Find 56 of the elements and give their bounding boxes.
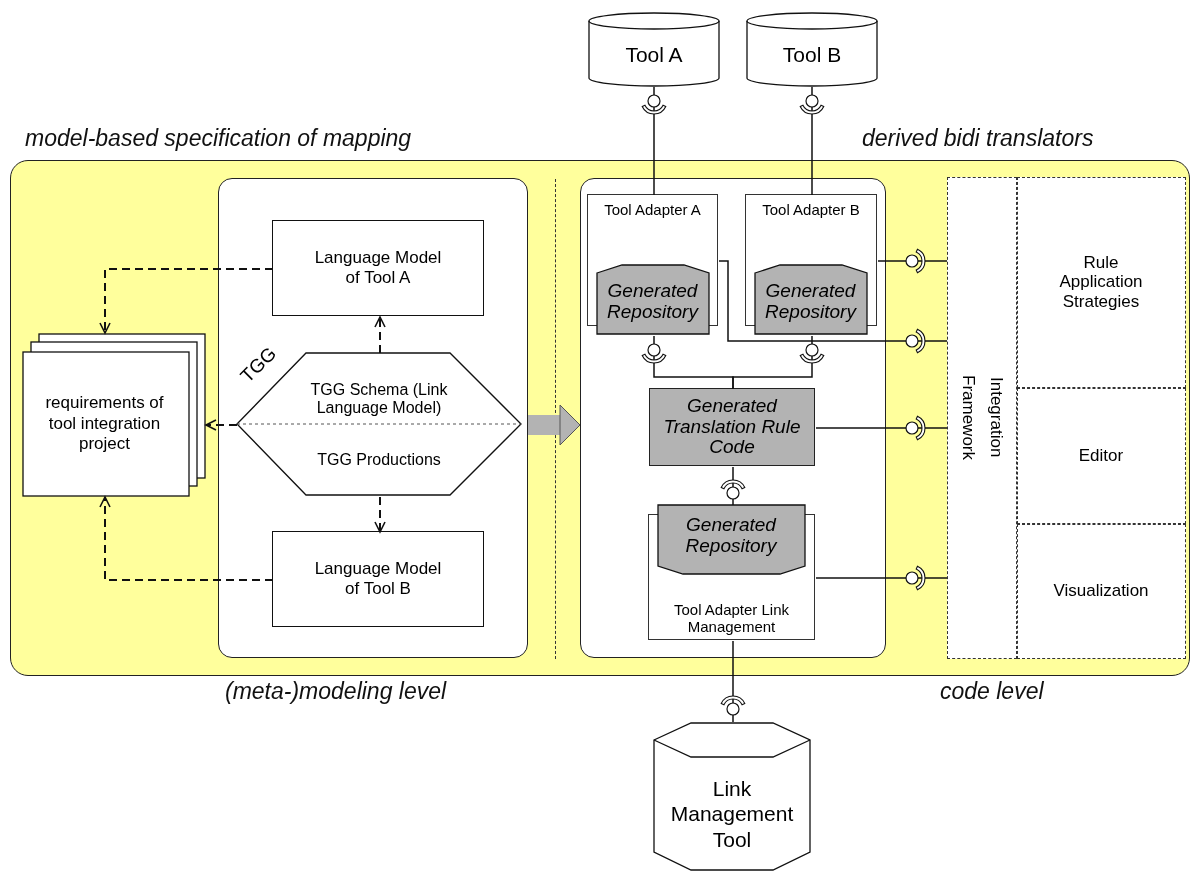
assembly-connector	[720, 466, 746, 506]
assembly-connector	[799, 86, 825, 196]
node-label: Integration Framework	[957, 374, 1008, 462]
rule-code-component	[649, 388, 815, 466]
node-label: Language Model of Tool A	[313, 248, 443, 288]
model-box	[272, 531, 484, 627]
dashed-arrow	[99, 268, 274, 334]
node-label: Tool Adapter Link Management	[672, 600, 791, 635]
node-label: Link Management Tool	[669, 776, 795, 852]
level-label: (meta-)modeling level	[225, 678, 447, 705]
hexagon-label: TGG Schema (Link Language Model)	[309, 380, 449, 417]
assembly-connector	[877, 248, 948, 274]
node-label: Tool Adapter B	[761, 201, 861, 218]
translator-panel	[579, 177, 886, 658]
assembly-connector	[815, 415, 948, 441]
node-label: Generated Repository	[684, 515, 779, 557]
rotated-label: TGG	[236, 342, 281, 388]
node-label: Generated Translation Rule Code	[662, 395, 802, 459]
assembly-connector	[815, 565, 948, 591]
assembly-connector	[732, 335, 825, 390]
assembly-connector	[720, 640, 746, 723]
level-label: model-based specification of mapping	[25, 125, 412, 152]
node-label: Tool Adapter A	[603, 201, 702, 218]
tool-cylinder	[746, 12, 878, 87]
node-label: Language Model of Tool B	[313, 559, 443, 599]
document-stack	[21, 332, 206, 497]
assembly-connector	[718, 260, 948, 354]
repository-component	[753, 263, 868, 335]
dashed-arrow	[374, 496, 386, 533]
specification-panel	[217, 177, 528, 658]
node-label: Generated Repository	[764, 281, 858, 323]
node-label: requirements of tool integration project	[44, 392, 165, 456]
level-label: derived bidi translators	[862, 125, 1094, 152]
framework-module	[1016, 176, 1186, 388]
repository-component	[595, 263, 710, 335]
model-box	[272, 220, 484, 316]
hexagon-label: TGG Productions	[317, 450, 441, 469]
dashed-arrow	[205, 419, 238, 431]
framework-module	[1016, 387, 1186, 524]
dashed-arrow	[99, 496, 274, 581]
assembly-connector	[641, 86, 667, 196]
repository-component	[656, 503, 806, 575]
dashed-arrow	[374, 316, 386, 354]
tool-prism	[653, 722, 811, 870]
level-label: code level	[940, 678, 1044, 705]
node-label: Tool B	[781, 42, 843, 67]
tool-cylinder	[588, 12, 720, 87]
node-label: Generated Repository	[606, 281, 700, 323]
node-label: Tool A	[624, 42, 684, 67]
node-label: Visualization	[1052, 581, 1150, 601]
node-label: Editor	[1077, 445, 1125, 466]
framework-module	[1016, 523, 1186, 659]
node-label: Rule Application Strategies	[1058, 252, 1144, 312]
environment-panel	[10, 160, 1190, 676]
framework-box	[946, 176, 1017, 659]
block-arrow	[528, 404, 581, 446]
